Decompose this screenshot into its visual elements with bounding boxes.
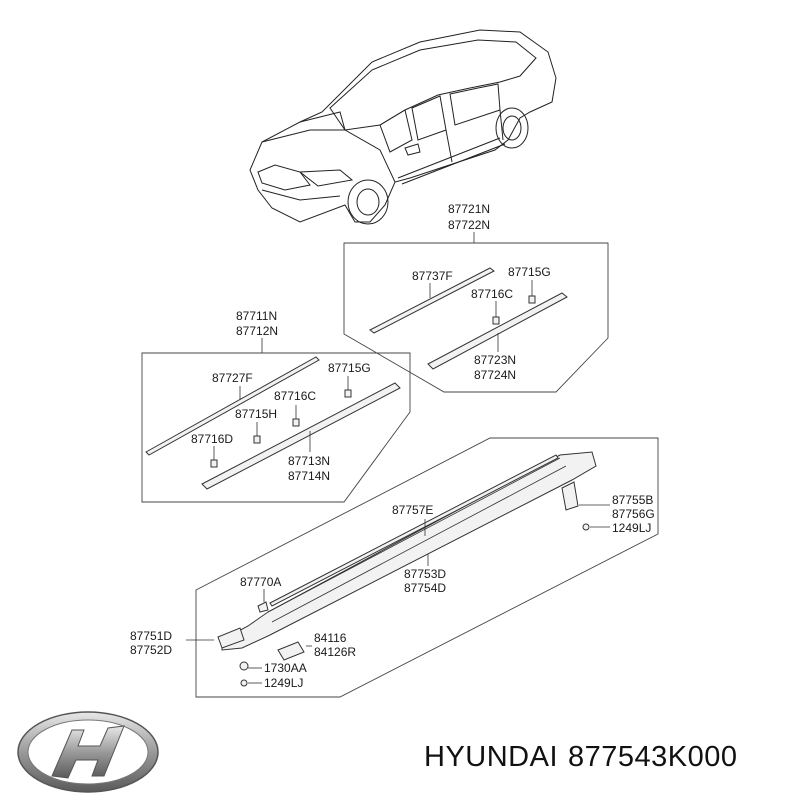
label-1249LJ: 1249LJ [264, 676, 303, 690]
label-87751D: 87751D [130, 629, 172, 643]
label-87753D: 87753D [404, 567, 446, 581]
label-84116: 84116 [314, 631, 347, 645]
label-87727F: 87727F [212, 371, 253, 385]
label-87714N: 87714N [288, 469, 330, 483]
hyundai-logo-icon [17, 711, 159, 793]
label-87737F: 87737F [412, 269, 453, 283]
label-87715G: 87715G [508, 265, 551, 279]
label-87752D: 87752D [130, 643, 172, 657]
label-84126R: 84126R [314, 645, 356, 659]
label-87711N: 87711N [236, 309, 277, 323]
label-1249LJ: 1249LJ [612, 521, 651, 535]
label-87713N: 87713N [288, 454, 330, 468]
label-87712N: 87712N [236, 324, 278, 338]
car-illustration [249, 29, 557, 225]
box-rear-door-molding [343, 232, 609, 393]
label-87754D: 87754D [404, 581, 446, 595]
label-87755B: 87755B [612, 493, 653, 507]
label-87722N: 87722N [448, 218, 490, 232]
brand-name: HYUNDAI [424, 741, 559, 773]
label-87757E: 87757E [392, 503, 433, 517]
brand-part-caption: HYUNDAI 877543K000 [424, 741, 748, 774]
label-87721N: 87721N [448, 202, 490, 216]
label-87715G: 87715G [328, 361, 371, 375]
label-1730AA: 1730AA [264, 661, 307, 675]
part-number: 877543K000 [568, 741, 738, 773]
label-87716C: 87716C [471, 287, 513, 301]
box-front-door-molding [141, 338, 411, 503]
label-87756G: 87756G [612, 507, 655, 521]
label-87724N: 87724N [474, 368, 516, 382]
box-side-sill-molding [186, 437, 659, 698]
label-87770A: 87770A [240, 575, 281, 589]
part-labels: 87721N 87722N 87737F 87715G 87716C 87723… [130, 202, 655, 690]
label-87716C: 87716C [274, 389, 316, 403]
label-87723N: 87723N [474, 353, 516, 367]
label-87715H: 87715H [235, 407, 277, 421]
label-87716D: 87716D [191, 432, 233, 446]
